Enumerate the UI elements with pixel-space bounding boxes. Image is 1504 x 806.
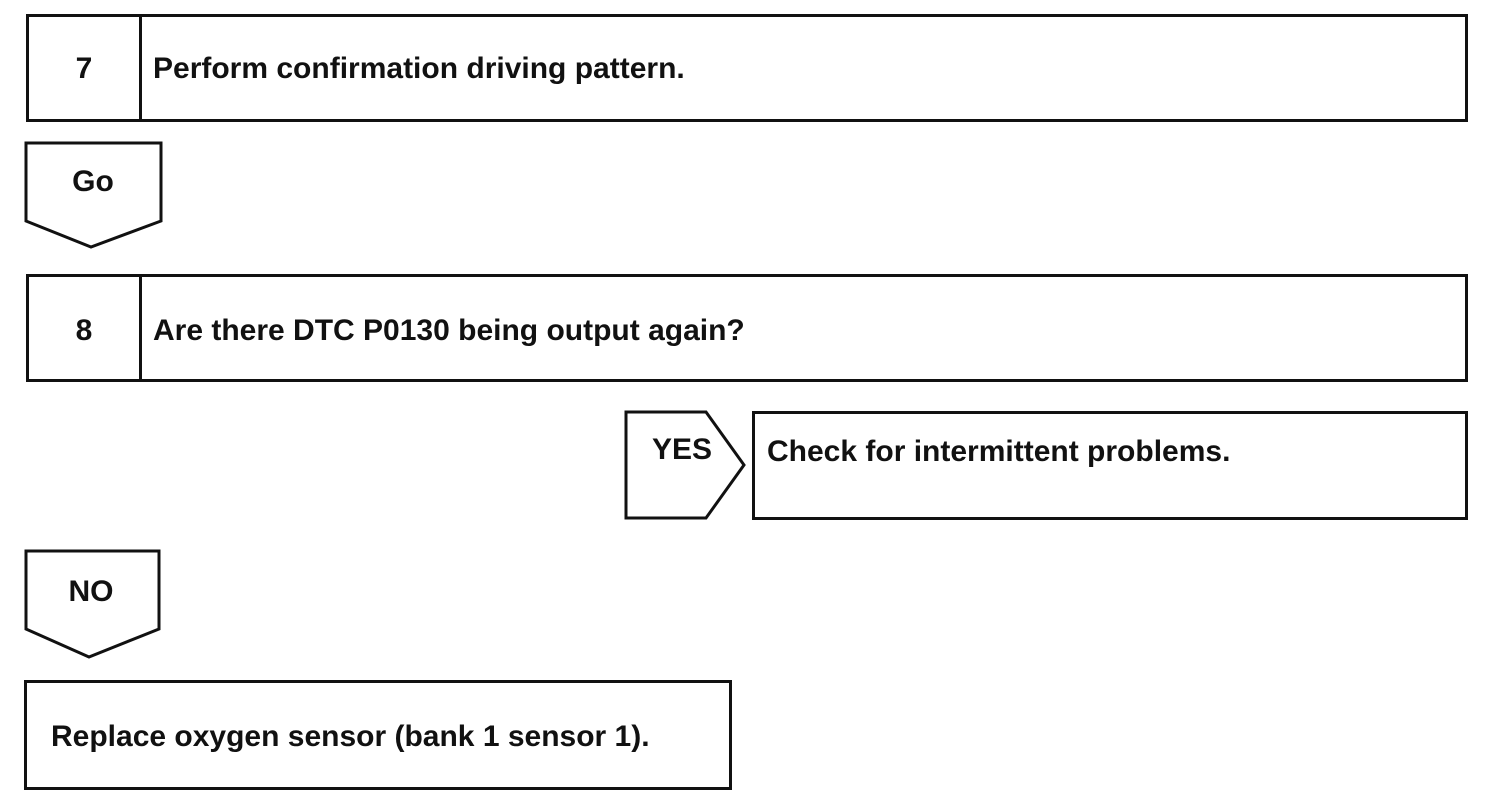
- yes-result-text: Check for intermittent problems.: [767, 435, 1231, 468]
- step-7-divider: [139, 17, 142, 119]
- step-7-text: Perform confirmation driving pattern.: [153, 52, 685, 85]
- step-8-text: Are there DTC P0130 being output again?: [153, 314, 745, 347]
- go-arrow-shape: [24, 141, 163, 249]
- no-result-text: Replace oxygen sensor (bank 1 sensor 1).: [51, 720, 650, 753]
- step-7-number: 7: [75, 52, 93, 85]
- yes-arrow-shape: [624, 410, 746, 520]
- yes-result-box: Check for intermittent problems.: [752, 411, 1468, 520]
- no-result-box: Replace oxygen sensor (bank 1 sensor 1).: [24, 680, 732, 790]
- step-8-box: 8 Are there DTC P0130 being output again…: [26, 274, 1468, 382]
- yes-arrow-label: YES: [651, 433, 713, 466]
- yes-arrow: YES: [624, 410, 748, 522]
- step-8-number: 8: [75, 314, 93, 347]
- no-arrow: NO: [24, 549, 164, 661]
- go-arrow: Go: [24, 141, 164, 251]
- no-arrow-label: NO: [68, 575, 114, 608]
- step-8-divider: [139, 277, 142, 379]
- go-arrow-label: Go: [72, 165, 114, 198]
- no-arrow-shape: [24, 549, 161, 659]
- step-7-box: 7 Perform confirmation driving pattern.: [26, 14, 1468, 122]
